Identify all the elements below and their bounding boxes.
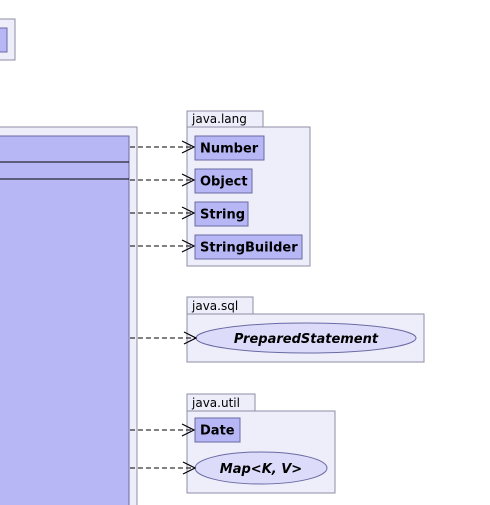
class-string[interactable]: String — [194, 201, 249, 227]
dependency-arrow-stringbuilder — [130, 239, 196, 253]
class-stringbuilder-label: StringBuilder — [200, 241, 298, 256]
class-string-label: String — [200, 208, 245, 223]
package-java-sql-label: java.sql — [191, 299, 238, 313]
class-number-label: Number — [200, 142, 259, 157]
dependency-arrow-string — [130, 206, 196, 220]
package-java-sql[interactable]: java.sql PreparedStatement — [186, 296, 425, 363]
package-java-lang-label: java.lang — [191, 112, 247, 126]
class-object[interactable]: Object — [194, 168, 253, 194]
dependency-arrow-number — [130, 140, 196, 154]
dependency-arrow-date — [130, 423, 196, 437]
source-class-body — [0, 135, 130, 505]
dependency-arrows — [130, 140, 198, 475]
class-date[interactable]: Date — [194, 417, 241, 443]
dependency-arrow-object — [130, 173, 196, 187]
class-date-label: Date — [200, 424, 235, 439]
offscreen-package-top — [0, 18, 16, 61]
interface-map-label: Map<K, V> — [220, 462, 302, 477]
class-stringbuilder[interactable]: StringBuilder — [194, 234, 303, 260]
interface-map[interactable]: Map<K, V> — [194, 451, 328, 485]
class-number[interactable]: Number — [194, 135, 265, 161]
interface-preparedstatement[interactable]: PreparedStatement — [195, 322, 417, 354]
package-java-lang[interactable]: java.lang Number Object String StringBui… — [186, 110, 311, 267]
interface-preparedstatement-label: PreparedStatement — [234, 332, 379, 347]
dependency-arrow-map — [130, 461, 197, 475]
source-class[interactable] — [0, 126, 138, 505]
package-java-util-label: java.util — [191, 396, 240, 410]
package-java-util[interactable]: java.util Date Map<K, V> — [186, 393, 336, 494]
dependency-arrow-preparedstatement — [130, 331, 198, 345]
class-object-label: Object — [200, 175, 248, 190]
